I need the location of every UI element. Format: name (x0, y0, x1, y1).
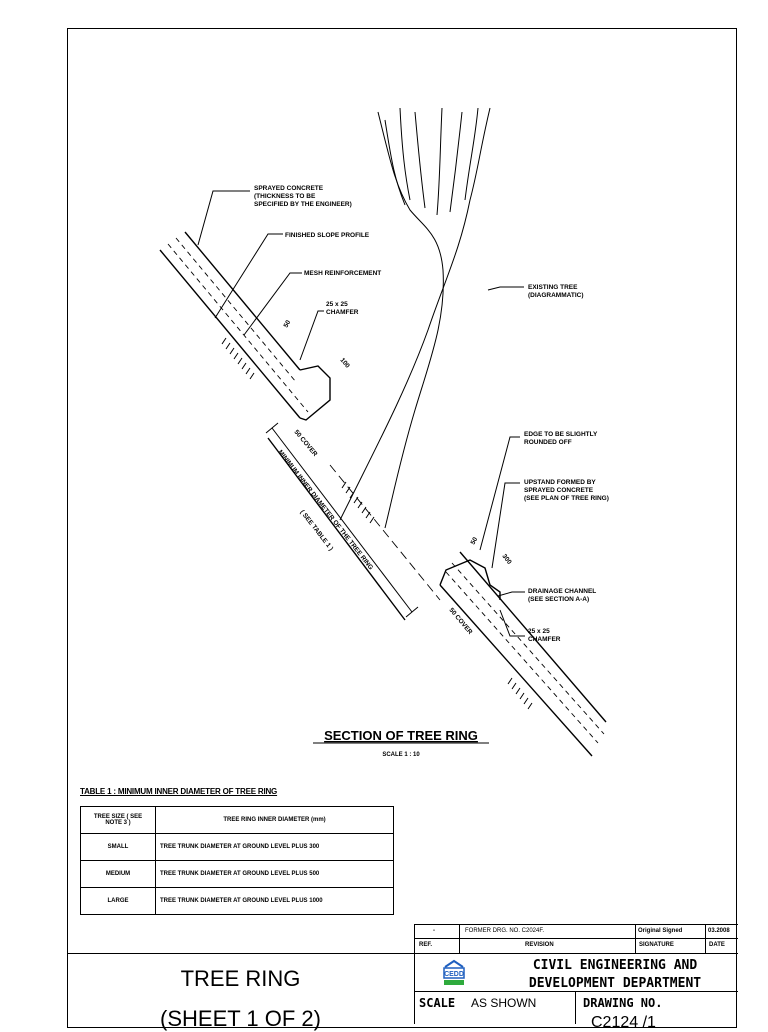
section-title: SECTION OF TREE RING (324, 728, 478, 743)
dim-min-diameter: MINIMUM INNER DIAMETER OF THE TREE RING (276, 449, 374, 571)
revision-header-row: REF. REVISION SIGNATURE DATE (415, 938, 738, 953)
dim-100-top: 100 (338, 357, 351, 370)
table-cell-desc: TREE TRUNK DIAMETER AT GROUND LEVEL PLUS… (155, 860, 394, 888)
table-row: MEDIUM TREE TRUNK DIAMETER AT GROUND LEV… (80, 860, 394, 888)
hdr-signature: SIGNATURE (639, 942, 674, 948)
table1-title: TABLE 1 : MINIMUM INNER DIAMETER OF TREE… (80, 787, 278, 796)
table-row: SMALL TREE TRUNK DIAMETER AT GROUND LEVE… (80, 833, 394, 861)
cedd-logo-icon: CEDD (443, 959, 465, 985)
existing-tree-outline (339, 107, 491, 529)
lower-slope (267, 437, 607, 757)
drawing-no: C2124 /1 (591, 1014, 656, 1031)
scale-value: AS SHOWN (471, 996, 537, 1010)
dim-cover-bottom: 50 COVER (447, 607, 473, 636)
rev-desc: FORMER DRG. NO. C2024F. (465, 928, 545, 934)
dim-cover-top: 50 COVER (292, 429, 318, 458)
table-cell-desc: TREE TRUNK DIAMETER AT GROUND LEVEL PLUS… (155, 887, 394, 915)
table-cell-size: LARGE (80, 887, 156, 915)
drawing-no-label: DRAWING NO. (583, 996, 663, 1010)
callout-existing-tree: EXISTING TREE(DIAGRAMMATIC) (528, 284, 583, 299)
rev-date: 03.2008 (708, 928, 730, 934)
callout-finished-slope: FINISHED SLOPE PROFILE (285, 232, 370, 239)
callout-drainage: DRAINAGE CHANNEL(SEE SECTION A-A) (528, 588, 596, 603)
scale-row: SCALE AS SHOWN DRAWING NO. C2124 /1 (415, 991, 738, 1031)
dim-300-bottom: 300 (500, 553, 512, 566)
callout-mesh: MESH REINFORCEMENT (304, 270, 381, 277)
scale-label: SCALE (419, 996, 456, 1010)
svg-text:CEDD: CEDD (444, 971, 464, 978)
table1: TREE SIZE ( SEE NOTE 3 ) TREE RING INNER… (80, 806, 394, 915)
department-row: CEDD CIVIL ENGINEERING AND DEVELOPMENT D… (415, 953, 738, 991)
table-cell-size: MEDIUM (80, 860, 156, 888)
dim-50-top: 50 (283, 319, 293, 329)
title-block-right: - FORMER DRG. NO. C2024F. Original Signe… (414, 924, 738, 1031)
table-header-size: TREE SIZE ( SEE NOTE 3 ) (80, 806, 156, 834)
table-header-diameter: TREE RING INNER DIAMETER (mm) (155, 806, 394, 834)
drawing-title: TREE RING (180, 966, 301, 991)
rev-ref: - (433, 928, 435, 934)
hdr-date: DATE (709, 942, 725, 948)
dim-50-bottom: 50 (470, 536, 480, 546)
diameter-dimension (265, 422, 419, 618)
section-scale: SCALE 1 : 10 (382, 752, 420, 758)
table-cell-size: SMALL (80, 833, 156, 861)
upper-slope (159, 231, 331, 421)
table-cell-desc: TREE TRUNK DIAMETER AT GROUND LEVEL PLUS… (155, 833, 394, 861)
table-row: LARGE TREE TRUNK DIAMETER AT GROUND LEVE… (80, 887, 394, 915)
leader-lines (197, 190, 525, 637)
rev-signature: Original Signed (638, 928, 683, 934)
revision-row: - FORMER DRG. NO. C2024F. Original Signe… (415, 924, 738, 938)
hdr-ref: REF. (419, 942, 433, 948)
department-name: CIVIL ENGINEERING AND DEVELOPMENT DEPART… (528, 958, 702, 991)
sheet-number: (SHEET 1 OF 2) (160, 1006, 321, 1031)
hdr-revision: REVISION (525, 942, 554, 948)
title-block-left: TREE RING (SHEET 1 OF 2) (67, 953, 414, 1031)
table-header-row: TREE SIZE ( SEE NOTE 3 ) TREE RING INNER… (80, 806, 394, 834)
